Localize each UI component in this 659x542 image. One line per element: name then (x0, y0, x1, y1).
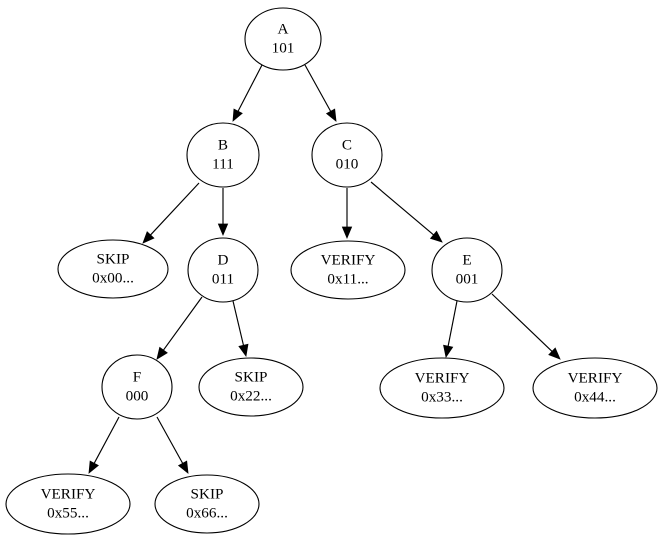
node-shape-ellipse[interactable] (154, 474, 260, 534)
edge-b-to-d (217, 188, 229, 237)
node-label-primary: VERIFY (415, 369, 470, 386)
node-label-primary: SKIP (235, 368, 268, 385)
node-shape-circle[interactable] (187, 237, 259, 303)
edge-a-to-c (304, 64, 337, 122)
arrowhead-icon (341, 226, 353, 240)
node-label-secondary: 001 (456, 270, 479, 287)
node-label-secondary: 0x44... (574, 388, 616, 405)
arrowhead-icon (156, 346, 168, 360)
edge-line (447, 300, 458, 349)
node-d[interactable]: D 011 (187, 237, 259, 303)
node-shape-ellipse[interactable] (5, 473, 131, 535)
arrowhead-icon (142, 231, 155, 244)
node-shape-circle[interactable] (244, 7, 322, 71)
node-shape-circle[interactable] (186, 122, 260, 188)
edge-f-to-skip66 (156, 416, 189, 474)
edge-line (92, 416, 120, 466)
node-label-secondary: 0x11... (327, 270, 368, 287)
node-ver33[interactable]: VERIFY 0x33... (379, 357, 505, 419)
node-shape-ellipse[interactable] (379, 357, 505, 419)
node-label-primary: F (133, 368, 141, 385)
node-label-primary: VERIFY (41, 485, 96, 502)
edge-line (156, 416, 185, 466)
edge-line (304, 64, 333, 114)
node-shape-circle[interactable] (311, 122, 383, 188)
node-ver44[interactable]: VERIFY 0x44... (532, 357, 658, 419)
node-label-primary: A (278, 20, 289, 37)
node-label-secondary: 0x55... (47, 504, 89, 521)
node-ver11[interactable]: VERIFY 0x11... (290, 240, 406, 300)
nodes-layer: A101B111C010SKIP0x00...D011VERIFY0x11...… (5, 7, 658, 535)
edge-f-to-ver55 (88, 416, 120, 474)
edge-line (236, 64, 263, 114)
node-label-secondary: 0x66... (186, 504, 228, 521)
node-label-secondary: 000 (126, 387, 149, 404)
node-label-secondary: 011 (212, 270, 234, 287)
edge-c-to-e (370, 181, 443, 243)
edge-line (161, 296, 203, 353)
node-label-primary: SKIP (191, 485, 224, 502)
node-label-secondary: 010 (336, 155, 359, 172)
node-shape-circle[interactable] (101, 354, 173, 420)
node-c[interactable]: C 010 (311, 122, 383, 188)
edge-d-to-skip22 (232, 300, 249, 358)
edge-line (491, 293, 554, 354)
edge-line (148, 182, 200, 237)
node-label-primary: SKIP (97, 250, 130, 267)
node-label-secondary: 101 (272, 39, 295, 56)
node-ver55[interactable]: VERIFY 0x55... (5, 473, 131, 535)
node-f[interactable]: F 000 (101, 354, 173, 420)
edge-c-to-ver11 (341, 188, 353, 240)
node-a[interactable]: A 101 (244, 7, 322, 71)
arrowhead-icon (177, 460, 189, 474)
node-label-primary: E (462, 251, 471, 268)
edge-b-to-skip0 (142, 182, 200, 244)
edge-d-to-f (156, 296, 203, 360)
arrowhead-icon (238, 343, 249, 358)
node-label-secondary: 0x00... (92, 269, 134, 286)
node-skip22[interactable]: SKIP 0x22... (198, 357, 304, 417)
node-label-secondary: 0x33... (421, 388, 463, 405)
edges-layer (88, 64, 561, 474)
arrowhead-icon (443, 344, 454, 359)
node-skip66[interactable]: SKIP 0x66... (154, 474, 260, 534)
node-shape-ellipse[interactable] (532, 357, 658, 419)
node-b[interactable]: B 111 (186, 122, 260, 188)
node-shape-ellipse[interactable] (290, 240, 406, 300)
arrowhead-icon (548, 347, 561, 360)
node-shape-ellipse[interactable] (198, 357, 304, 417)
node-label-primary: B (218, 136, 228, 153)
node-label-primary: VERIFY (568, 369, 623, 386)
arrowhead-icon (217, 223, 229, 237)
node-label-primary: VERIFY (321, 251, 376, 268)
node-e[interactable]: E 001 (431, 237, 503, 303)
node-label-secondary: 0x22... (230, 387, 272, 404)
node-skip0[interactable]: SKIP 0x00... (57, 239, 169, 299)
arrowhead-icon (429, 230, 443, 243)
node-label-primary: D (218, 251, 229, 268)
edge-line (370, 181, 436, 237)
arrowhead-icon (88, 460, 99, 474)
edge-e-to-ver44 (491, 293, 561, 360)
arrowhead-icon (325, 108, 337, 122)
node-shape-ellipse[interactable] (57, 239, 169, 299)
node-shape-circle[interactable] (431, 237, 503, 303)
arrowhead-icon (232, 108, 243, 122)
edge-line (232, 300, 245, 348)
edge-a-to-b (232, 64, 263, 122)
node-label-primary: C (342, 136, 352, 153)
edge-e-to-ver33 (443, 300, 458, 359)
node-label-secondary: 111 (212, 155, 234, 172)
